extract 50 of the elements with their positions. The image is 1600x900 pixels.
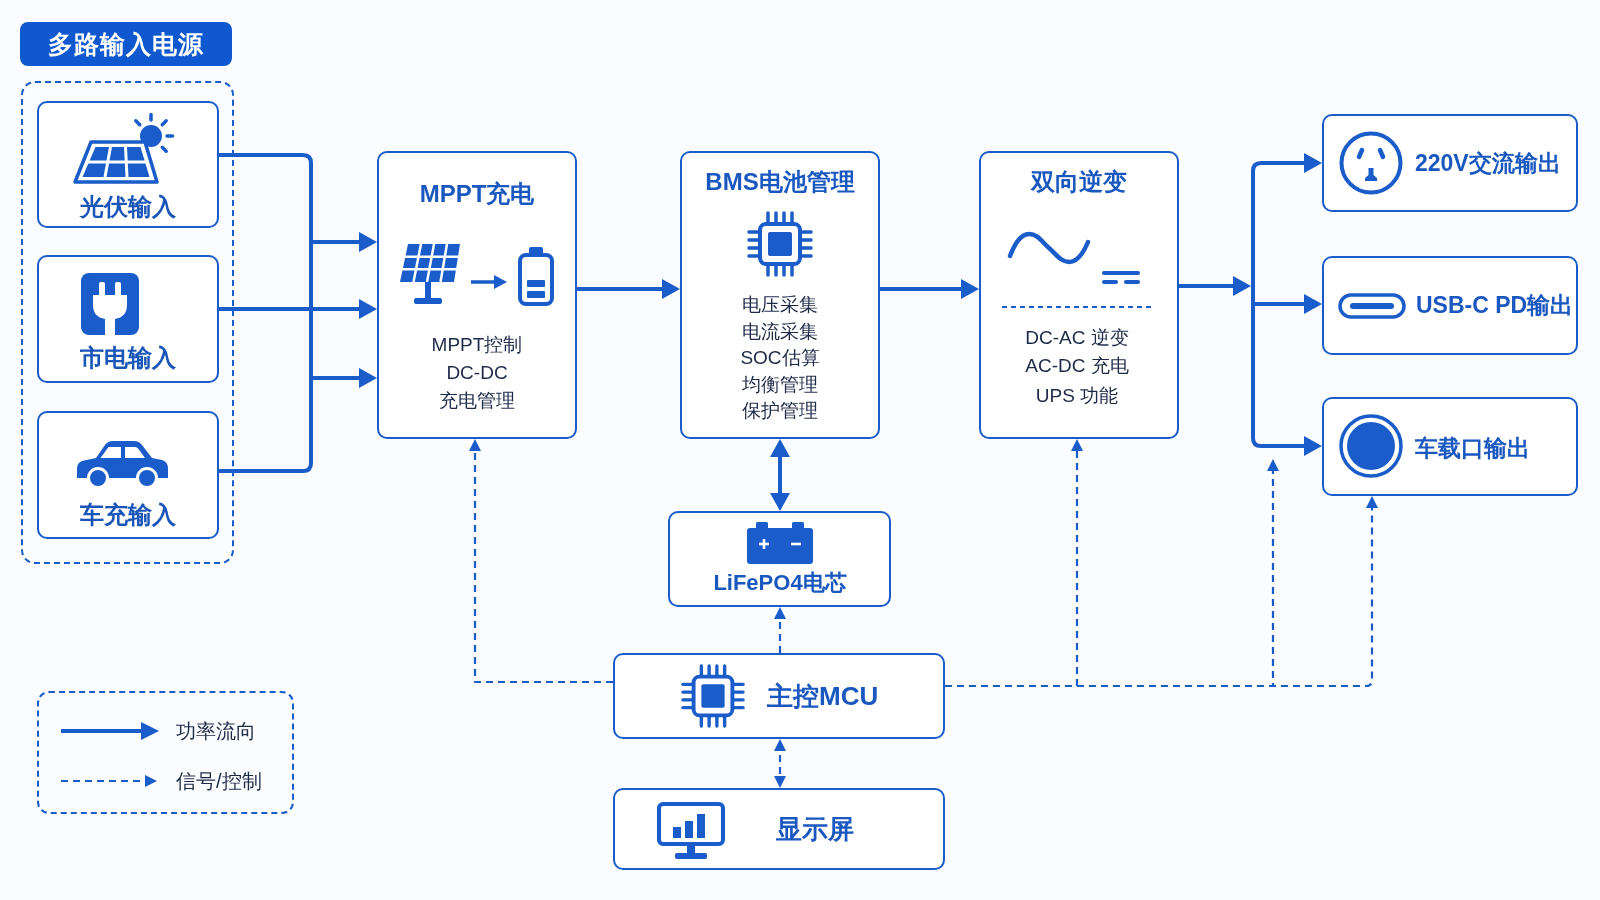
process-box [668, 511, 891, 607]
arrow [219, 153, 377, 388]
arrow [770, 439, 790, 511]
arrow [1179, 276, 1251, 296]
arrow [880, 279, 979, 299]
box-label: USB-C PD输出 [1416, 292, 1574, 320]
list-item: 充电管理 [439, 389, 515, 413]
box-title: BMS电池管理 [705, 167, 855, 197]
arrow [469, 439, 613, 684]
list-item: 保护管理 [742, 399, 818, 423]
legend-label: 功率流向 [176, 719, 256, 743]
process-box [979, 151, 1179, 439]
arrow [219, 232, 377, 473]
list-item: 均衡管理 [742, 373, 818, 397]
list-item: DC-AC 逆变 [1025, 326, 1129, 350]
arrow [1251, 153, 1322, 286]
list-item: 电流采集 [742, 320, 818, 344]
input-box [37, 411, 219, 539]
box-label: 主控MCU [767, 681, 879, 713]
output-box [1322, 397, 1578, 496]
process-box [377, 151, 577, 439]
box-label: 显示屏 [776, 814, 854, 846]
process-box [680, 151, 880, 439]
box-title: 双向逆变 [1031, 167, 1127, 197]
input-box [37, 255, 219, 383]
group-heading: 多路输入电源 [20, 22, 232, 66]
list-item: 电压采集 [742, 293, 818, 317]
input-box [37, 101, 219, 228]
box-title: MPPT充电 [419, 179, 535, 209]
output-box [1322, 114, 1578, 212]
list-item: MPPT控制 [431, 333, 523, 357]
box-label: 光伏输入 [80, 192, 176, 222]
list-item: SOC估算 [740, 346, 820, 370]
arrow [577, 279, 680, 299]
box-label: 车载口输出 [1415, 435, 1530, 463]
arrow [1251, 286, 1322, 456]
box-label: 市电输入 [80, 343, 176, 373]
process-box [613, 788, 945, 870]
arrow [774, 739, 786, 788]
list-item: DC-DC [446, 361, 508, 385]
arrow [219, 299, 377, 319]
box-label: 车充输入 [80, 500, 176, 530]
box-label: 220V交流输出 [1415, 150, 1561, 178]
list-item: UPS 功能 [1035, 384, 1119, 408]
arrow [774, 607, 786, 653]
output-box [1322, 256, 1578, 355]
legend-label: 信号/控制 [176, 769, 262, 793]
process-box [613, 653, 945, 739]
box-label: LiFePO4电芯 [713, 569, 847, 597]
list-item: AC-DC 充电 [1025, 354, 1129, 378]
